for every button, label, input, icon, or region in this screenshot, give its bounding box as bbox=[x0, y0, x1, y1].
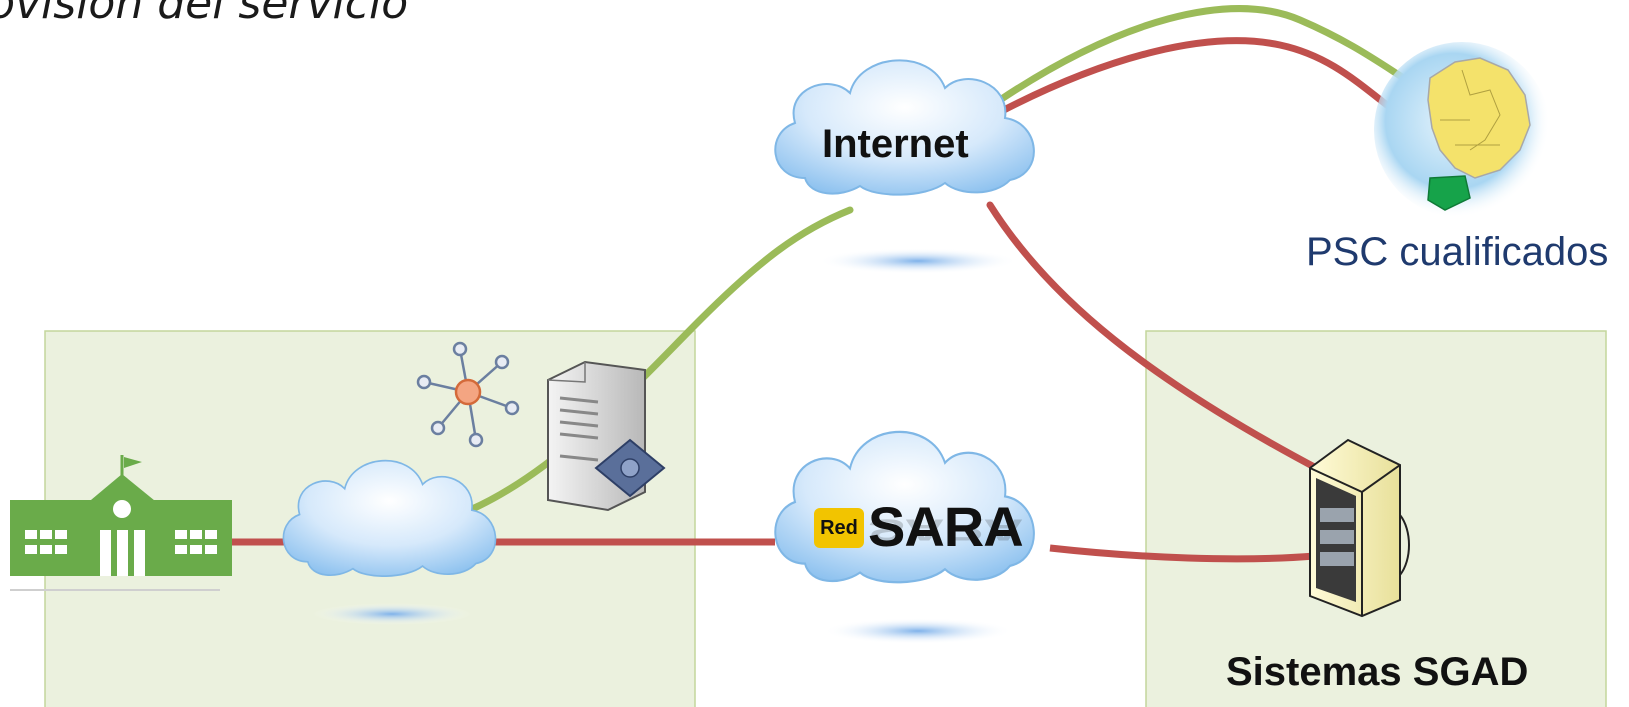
sara-cloud-shadow bbox=[823, 618, 1013, 644]
network-hub-icon bbox=[416, 341, 520, 448]
psc-label: PSC cualificados bbox=[1306, 230, 1609, 274]
red-badge: Red bbox=[814, 508, 864, 548]
green-link-local-internet bbox=[466, 206, 854, 514]
sgad-label: Sistemas SGAD bbox=[1226, 650, 1529, 694]
internet-cloud-shadow bbox=[818, 248, 1018, 274]
school-building-icon bbox=[10, 455, 232, 591]
local-cloud-shadow bbox=[312, 603, 472, 625]
internet-label: Internet bbox=[822, 122, 969, 166]
slide-title: rovisión del servicio bbox=[0, 0, 409, 29]
sara-label-reflection: SARA bbox=[868, 512, 1023, 548]
europe-map-icon bbox=[1374, 42, 1550, 218]
red-link-internet-sgad bbox=[986, 201, 1324, 474]
sara-label: SARA bbox=[868, 495, 1024, 558]
red-link-sara-sgad bbox=[1049, 544, 1316, 563]
green-link-internet-psc bbox=[996, 5, 1449, 106]
server-rack-icon bbox=[1309, 438, 1410, 618]
server-tower-icon bbox=[547, 360, 666, 512]
